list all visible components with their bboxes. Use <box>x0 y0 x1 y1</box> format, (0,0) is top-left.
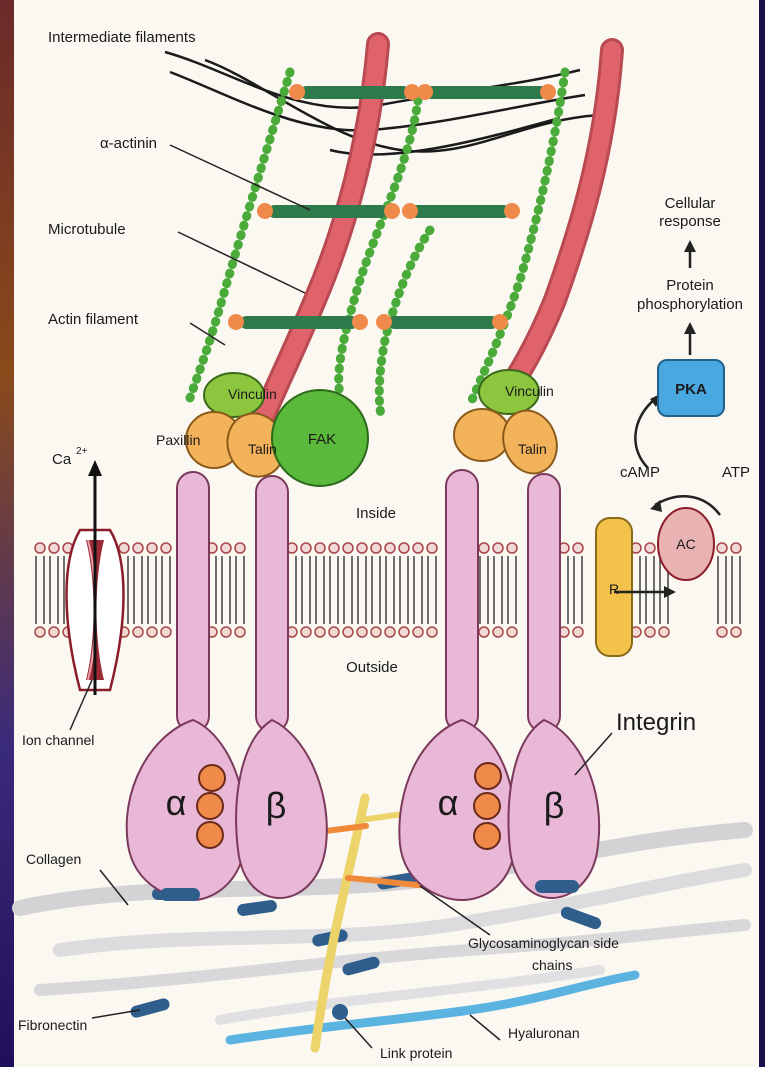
label-calcium-charge: 2+ <box>76 446 88 457</box>
label-talin-right: Talin <box>518 441 547 457</box>
label-alpha-right: α <box>438 782 459 823</box>
label-gag-2: chains <box>532 957 572 973</box>
label-ac: AC <box>676 536 695 552</box>
label-gag-1: Glycosaminoglycan side <box>468 935 619 951</box>
label-intermediate-filaments: Intermediate filaments <box>48 29 196 46</box>
label-link-protein: Link protein <box>380 1045 452 1061</box>
label-protein-phosphorylation-2: phosphorylation <box>637 296 743 313</box>
label-integrin: Integrin <box>616 709 696 736</box>
label-alpha-left: α <box>166 782 187 823</box>
label-beta-left: β <box>266 785 287 826</box>
label-pka: PKA <box>675 381 707 398</box>
label-collagen: Collagen <box>26 851 81 867</box>
label-alpha-actinin: α-actinin <box>100 135 157 152</box>
label-calcium: Ca <box>52 451 72 468</box>
label-camp: cAMP <box>620 464 660 481</box>
label-receptor: R <box>609 581 619 597</box>
label-fibronectin: Fibronectin <box>18 1017 87 1033</box>
label-fak: FAK <box>308 431 336 448</box>
label-atp: ATP <box>722 464 750 481</box>
label-cellular-response-2: response <box>659 213 721 230</box>
left-frame-edge <box>0 0 14 1067</box>
label-actin-filament: Actin filament <box>48 311 139 328</box>
label-talin-left: Talin <box>248 441 277 457</box>
label-microtubule: Microtubule <box>48 221 126 238</box>
label-vinculin-left: Vinculin <box>228 386 277 402</box>
label-inside: Inside <box>356 505 396 522</box>
label-paxillin: Paxillin <box>156 432 200 448</box>
label-outside: Outside <box>346 659 398 676</box>
label-vinculin-right: Vinculin <box>505 383 554 399</box>
label-ion-channel: Ion channel <box>22 732 94 748</box>
label-hyaluronan: Hyaluronan <box>508 1025 580 1041</box>
label-protein-phosphorylation-1: Protein <box>666 277 714 294</box>
label-beta-right: β <box>544 785 565 826</box>
diagram-panel <box>14 0 759 1067</box>
label-cellular-response-1: Cellular <box>665 195 716 212</box>
